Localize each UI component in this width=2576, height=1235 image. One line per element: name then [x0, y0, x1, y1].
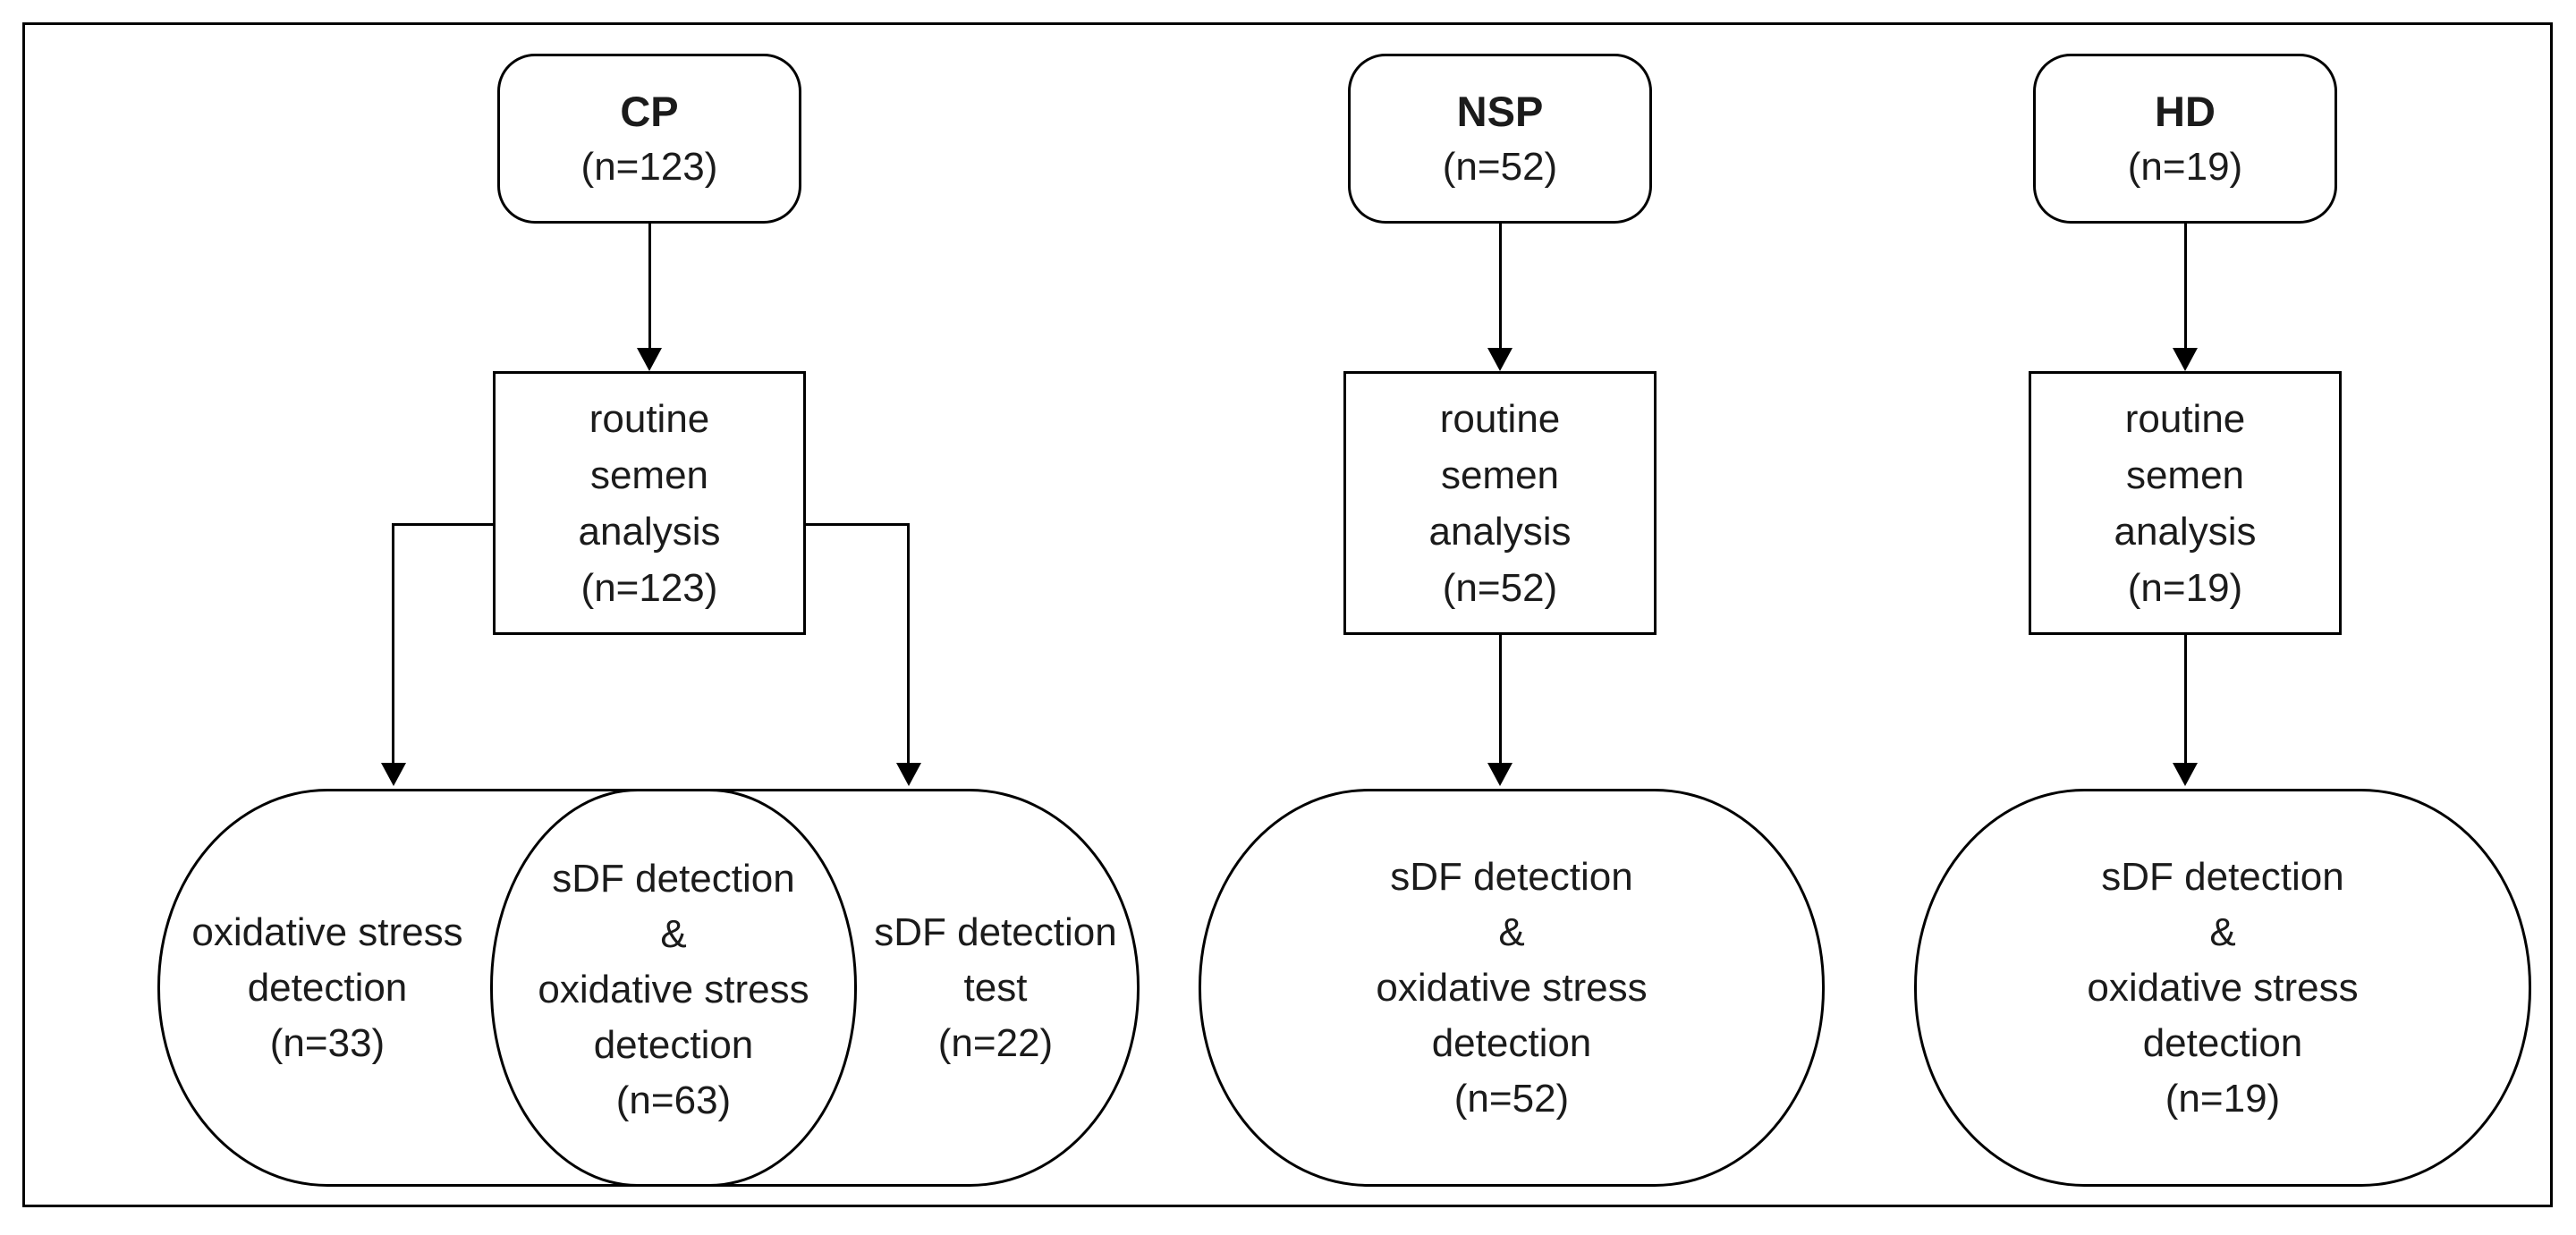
cp-venn-middle-line-3: oxidative stress: [538, 968, 809, 1011]
hd-bottom-line-1: sDF detection: [2101, 854, 2344, 899]
cp-venn-middle-line-5: (n=63): [615, 1079, 732, 1122]
cp-routine-box: routine semen analysis (n=123): [493, 371, 806, 635]
nsp-bottom-arrowhead: [1487, 763, 1513, 786]
cp-routine-line-2: semen: [589, 453, 709, 497]
hd-top-arrow-line: [2184, 224, 2187, 349]
cp-top-arrowhead: [637, 348, 662, 371]
cp-venn-middle-line-1: sDF detection: [552, 857, 795, 901]
nsp-routine-line-2: semen: [1440, 453, 1560, 497]
cp-venn-overlap-ellipse: [490, 789, 857, 1187]
nsp-routine-line-4: (n=52): [1442, 565, 1558, 610]
cp-branch-left-vline: [392, 523, 394, 765]
cp-venn-middle-line-4: detection: [593, 1023, 754, 1067]
hd-bottom-arrow-line: [2184, 635, 2187, 765]
hd-routine-line-1: routine: [2124, 396, 2246, 441]
cp-group-count: (n=123): [580, 145, 718, 189]
cp-venn-left-text: oxidative stress detection (n=33): [166, 905, 488, 1071]
hd-bottom-line-4: detection: [2142, 1020, 2303, 1065]
nsp-group-box: NSP (n=52): [1348, 54, 1652, 224]
hd-bottom-shape: sDF detection & oxidative stress detecti…: [1914, 789, 2531, 1187]
cp-branch-right-vline: [907, 523, 910, 765]
cp-venn-middle-line-2: &: [660, 912, 687, 956]
cp-branch-left-arrowhead: [381, 763, 406, 786]
cp-venn-left-line-2: detection: [247, 966, 408, 1010]
nsp-routine-box: routine semen analysis (n=52): [1343, 371, 1657, 635]
cp-routine-line-1: routine: [589, 396, 710, 441]
cp-branch-left-hline: [392, 523, 493, 526]
figure-frame: [22, 22, 2553, 1207]
hd-bottom-line-3: oxidative stress: [2087, 965, 2359, 1010]
cp-branch-right-arrowhead: [896, 763, 921, 786]
nsp-routine-line-1: routine: [1439, 396, 1561, 441]
hd-bottom-line-5: (n=19): [2165, 1076, 2281, 1121]
nsp-top-arrowhead: [1487, 348, 1513, 371]
nsp-routine-line-3: analysis: [1428, 509, 1572, 554]
nsp-top-arrow-line: [1499, 224, 1502, 349]
nsp-group-count: (n=52): [1442, 145, 1558, 189]
cp-group-box: CP (n=123): [497, 54, 801, 224]
nsp-group-title: NSP: [1456, 88, 1544, 135]
nsp-bottom-line-2: &: [1498, 909, 1525, 954]
cp-branch-right-hline: [806, 523, 909, 526]
hd-bottom-arrowhead: [2173, 763, 2198, 786]
nsp-bottom-line-3: oxidative stress: [1376, 965, 1648, 1010]
cp-routine-line-4: (n=123): [580, 565, 718, 610]
cp-venn-right-line-3: (n=22): [937, 1021, 1054, 1065]
cp-venn-right-line-2: test: [963, 966, 1028, 1010]
hd-group-box: HD (n=19): [2033, 54, 2337, 224]
nsp-bottom-line-4: detection: [1431, 1020, 1592, 1065]
cp-venn-middle-text: sDF detection & oxidative stress detecti…: [490, 851, 857, 1129]
hd-routine-line-2: semen: [2125, 453, 2245, 497]
hd-routine-box: routine semen analysis (n=19): [2029, 371, 2342, 635]
hd-routine-line-3: analysis: [2114, 509, 2257, 554]
cp-group-title: CP: [620, 88, 679, 135]
nsp-bottom-line-1: sDF detection: [1390, 854, 1633, 899]
cp-venn-right-text: sDF detection test (n=22): [857, 905, 1134, 1071]
cp-top-arrow-line: [648, 224, 651, 349]
hd-bottom-line-2: &: [2209, 909, 2236, 954]
hd-group-count: (n=19): [2127, 145, 2243, 189]
nsp-bottom-arrow-line: [1499, 635, 1502, 765]
cp-venn-left-line-1: oxidative stress: [191, 910, 463, 954]
hd-top-arrowhead: [2173, 348, 2198, 371]
nsp-bottom-shape: sDF detection & oxidative stress detecti…: [1199, 789, 1825, 1187]
cp-routine-line-3: analysis: [578, 509, 721, 554]
nsp-bottom-line-5: (n=52): [1453, 1076, 1570, 1121]
hd-group-title: HD: [2155, 88, 2216, 135]
hd-routine-line-4: (n=19): [2127, 565, 2243, 610]
cp-venn-left-line-3: (n=33): [269, 1021, 386, 1065]
cp-venn-right-line-1: sDF detection: [874, 910, 1117, 954]
